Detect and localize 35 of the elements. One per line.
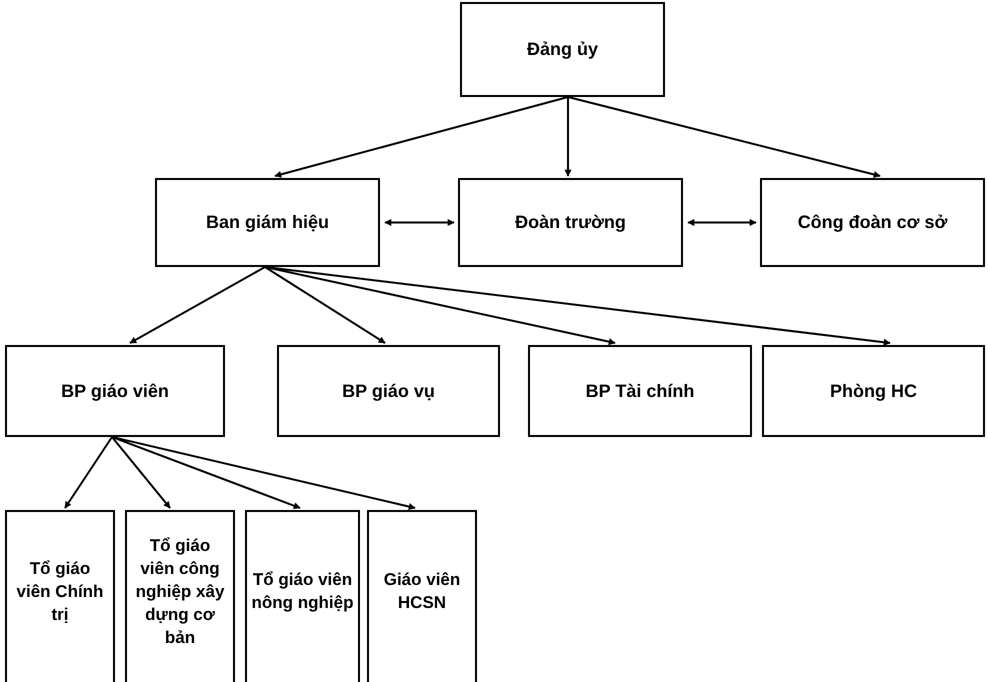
arrow	[264, 266, 616, 346]
box-label: Công đoàn cơ sở	[798, 211, 948, 234]
box-label: Giáo viên HCSN	[382, 569, 462, 614]
arrow	[687, 219, 757, 226]
org-box	[760, 178, 985, 267]
org-box	[460, 2, 665, 97]
arrow	[274, 96, 568, 178]
box-label: Đoàn trường	[515, 211, 626, 234]
box-label: BP giáo vụ	[342, 380, 435, 403]
org-box	[762, 345, 985, 437]
box-label: Ban giám hiệu	[206, 211, 330, 234]
org-box	[5, 510, 115, 682]
org-box	[155, 178, 380, 267]
box-label: Phòng HC	[830, 380, 917, 403]
org-box	[458, 178, 683, 267]
org-box	[125, 510, 235, 682]
box-label: BP Tài chính	[586, 380, 694, 402]
box-label: Tổ giáo viên nông nghiệp	[251, 569, 354, 614]
org-box	[367, 510, 477, 682]
arrow	[568, 96, 881, 178]
box-label: BP giáo viên	[61, 380, 169, 403]
arrow	[564, 97, 572, 177]
arrow	[384, 219, 455, 226]
org-box	[277, 345, 500, 437]
arrow	[64, 436, 113, 509]
arrow	[129, 266, 266, 344]
org-box	[5, 345, 225, 437]
arrow	[112, 436, 301, 510]
org-box	[245, 510, 360, 682]
arrow	[111, 436, 171, 509]
box-label: Đảng ủy	[526, 38, 598, 61]
box-label: Tổ giáo viên Chính trị	[16, 558, 104, 626]
box-label: Tổ giáo viên công nghiệp xây dựng cơ bản	[134, 534, 226, 648]
org-box	[528, 345, 752, 437]
arrow	[264, 266, 386, 344]
